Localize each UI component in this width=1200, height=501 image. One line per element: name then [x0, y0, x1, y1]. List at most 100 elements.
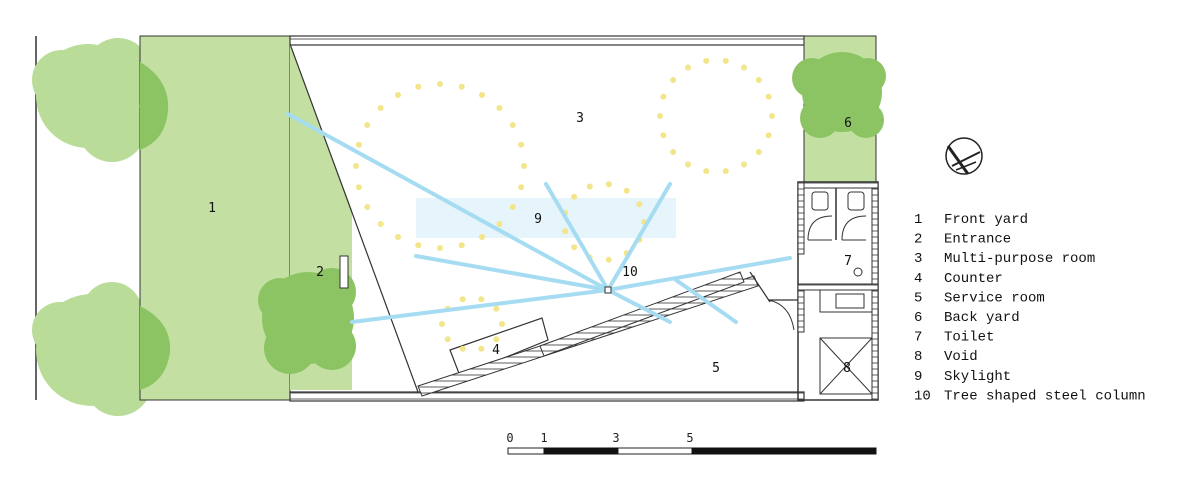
light-dot: [415, 83, 422, 90]
beam-3: [350, 288, 610, 324]
legend-label: Entrance: [944, 232, 1011, 248]
street-tree-top-overlap: [140, 62, 169, 150]
light-dot: [364, 122, 371, 128]
legend-label: Tree shaped steel column: [944, 388, 1146, 404]
beam-7: [606, 288, 672, 324]
legend-item: 5 Service room: [914, 290, 1045, 306]
top-wall: [289, 35, 805, 46]
light-dot: [496, 221, 503, 227]
toilet-top-wall: [797, 181, 879, 189]
scale-segment-3: [617, 447, 693, 455]
label-back-yard: 6: [844, 116, 852, 131]
light-dot: [395, 92, 401, 98]
light-dot: [377, 105, 384, 111]
light-dot: [518, 141, 525, 148]
street-tree-top: [32, 38, 150, 162]
legend-label: Back yard: [944, 310, 1020, 326]
light-dot: [703, 57, 710, 64]
kitchen-side-wall: [797, 289, 805, 333]
light-dot: [685, 64, 691, 71]
interior-divider: [749, 271, 771, 303]
light-dot: [478, 296, 485, 303]
toilet-fixture-right: [847, 191, 865, 211]
entrance-tree: [258, 268, 356, 374]
legend-number: 8: [914, 349, 922, 365]
light-dot: [437, 245, 443, 251]
label-skylight: 9: [534, 212, 542, 227]
counter-outline: [449, 317, 549, 377]
legend-label: Service room: [944, 290, 1045, 306]
legend-number: 5: [914, 290, 922, 306]
light-dot: [518, 184, 525, 191]
toilet-door-left: [807, 215, 833, 241]
scale-segment-4: [691, 447, 877, 455]
light-ring-large: [353, 81, 527, 251]
light-dot: [660, 132, 667, 139]
light-dot: [458, 83, 465, 90]
beam-5: [606, 182, 672, 292]
street-tree-bottom: [32, 282, 152, 416]
toilet-fixture-left: [811, 191, 829, 211]
light-dot: [415, 242, 422, 249]
legend-number: 9: [914, 369, 922, 385]
light-dot: [755, 149, 762, 155]
light-dot: [636, 201, 643, 208]
legend-item: 6 Back yard: [914, 310, 1020, 326]
light-dot: [479, 92, 485, 98]
service-door-swing: [767, 299, 795, 331]
scale-tick-1: 1: [540, 431, 547, 445]
scale-bar: 0 1 3 5: [506, 431, 877, 455]
light-dot: [437, 81, 443, 87]
light-dot: [571, 244, 578, 251]
bottom-wall: [289, 391, 805, 402]
light-dot: [479, 234, 485, 240]
light-dot: [660, 93, 667, 100]
legend-label: Counter: [944, 271, 1003, 287]
scale-segment-2: [543, 447, 619, 455]
legend-item: 2 Entrance: [914, 232, 1011, 248]
light-dot: [458, 242, 465, 249]
light-dot: [623, 187, 630, 194]
toilet-left-wall: [797, 181, 805, 255]
legend-label: Skylight: [944, 369, 1011, 385]
beam-2: [414, 254, 610, 292]
scale-tick-5: 5: [686, 431, 693, 445]
light-dot: [722, 57, 729, 64]
light-dot: [670, 149, 677, 155]
legend-number: 2: [914, 232, 922, 248]
light-dot: [395, 234, 401, 240]
light-dot: [496, 105, 503, 111]
light-dot: [605, 256, 612, 263]
entrance-door: [339, 255, 349, 289]
legend-number: 6: [914, 310, 922, 326]
light-dot: [444, 336, 451, 343]
label-service-room: 5: [712, 361, 720, 376]
street-tree-bottom-overlap: [140, 306, 171, 390]
label-void: 8: [843, 361, 851, 376]
light-dot: [478, 345, 485, 352]
legend-item: 9 Skylight: [914, 369, 1011, 385]
toilet-door-right: [841, 215, 867, 241]
light-dot: [364, 204, 371, 210]
light-dot: [509, 204, 516, 210]
light-dot: [769, 113, 775, 119]
light-dot: [765, 93, 772, 100]
light-dot: [722, 168, 729, 175]
light-dot: [586, 183, 593, 190]
back-yard-tree: [792, 52, 886, 138]
toilet-drain: [853, 267, 863, 277]
light-dot: [765, 132, 772, 139]
light-dot: [459, 296, 466, 303]
light-dot: [493, 305, 500, 312]
light-dot: [670, 77, 677, 83]
void-cross-b: [819, 337, 873, 395]
label-counter: 4: [492, 343, 500, 358]
